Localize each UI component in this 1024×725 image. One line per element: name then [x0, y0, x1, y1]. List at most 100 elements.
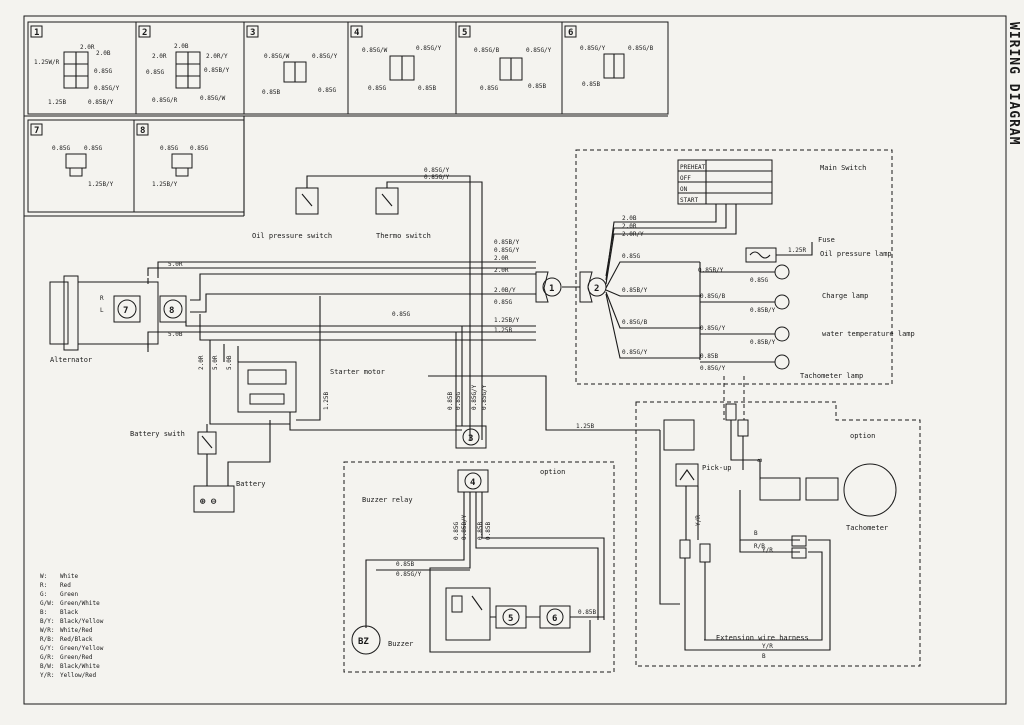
diagram-shape [579, 271, 593, 303]
diagram-text: BZ [358, 637, 369, 647]
starter-motor: Starter motor 2.0R 5.0R 5.0B 1.25B [198, 296, 462, 431]
diagram-shape [457, 469, 489, 493]
diagram-text: Yellow/Red [60, 672, 97, 679]
diagram-shape [199, 314, 536, 341]
diagram-shape [159, 295, 187, 323]
diagram-text: 0.85B [700, 353, 718, 360]
diagram-shape [699, 543, 711, 563]
diagram-shape [791, 535, 807, 547]
diagram-text: 0.85G [750, 277, 768, 284]
diagram-text: G: [40, 591, 47, 598]
diagram-shape [730, 420, 761, 480]
diagram-shape [63, 275, 79, 351]
diagram-text: B [757, 458, 764, 462]
diagram-shape [113, 295, 141, 323]
diagram-text: 2 [594, 284, 599, 294]
diagram-text: 0.85G/B [622, 319, 648, 326]
diagram-shape [138, 25, 151, 38]
diagram-shape [805, 477, 839, 501]
diagram-text: 0.85G [392, 311, 410, 318]
diagram-text: R: [40, 582, 47, 589]
wire-label: 0.85B/Y [204, 67, 230, 74]
option-label-right: option [850, 432, 875, 440]
diagram-text: White/Red [60, 627, 93, 634]
battery-label: Battery [236, 480, 266, 488]
connector-3-symbol [462, 428, 480, 446]
wire-label: 0.85B [582, 81, 600, 88]
diagram-text: 3 [468, 434, 473, 444]
diagram-shape [190, 293, 536, 313]
diagram-shape [27, 119, 135, 213]
sensor-switches: Oil pressure switch Thermo switch 0.85G/… [252, 167, 483, 440]
diagram-shape [386, 181, 483, 440]
diagram-shape [243, 21, 349, 115]
diagram-text: Red [60, 582, 71, 589]
wire-label: 0.85B [528, 83, 546, 90]
diagram-shape [429, 492, 591, 653]
diagram-shape [209, 340, 290, 425]
oil-pressure-lamp-label: Oil pressure lamp [820, 250, 892, 258]
panel-number: 4 [354, 28, 360, 38]
charge-lamp-icon [774, 294, 790, 310]
diagram-shape [749, 251, 771, 259]
diagram-text: W/R: [40, 627, 54, 634]
diagram-shape [147, 267, 536, 276]
panel-number: 3 [250, 28, 255, 38]
diagram-text: Y/R [762, 643, 773, 650]
diagram-text: 6 [552, 614, 557, 624]
diagram-text: PREHEAT [680, 164, 706, 171]
wire-label: 0.85B [262, 89, 280, 96]
diagram-text: 0.85G/Y [471, 384, 478, 410]
alternator-label: Alternator [50, 356, 92, 364]
wire-label: 0.85G [94, 68, 112, 75]
diagram-shape [776, 242, 813, 256]
tachometer-lamp-label: Tachometer lamp [800, 372, 863, 380]
diagram-shape [375, 187, 399, 215]
diagram-text: Black [60, 609, 78, 616]
diagram-text: 0.85B/Y [622, 287, 648, 294]
diagram-text: G/R: [40, 654, 54, 661]
wire-label: 1.25W/R [34, 59, 60, 66]
wire-label: 1.25B/Y [88, 181, 114, 188]
diagram-shape [605, 204, 717, 281]
starter-motor-label: Starter motor [330, 368, 385, 376]
diagram-text: 0.85G/Y [494, 247, 520, 254]
diagram-shape [605, 204, 737, 285]
battery-switch-label: Battery swith [130, 430, 185, 438]
diagram-text: 0.85G/Y [481, 384, 488, 410]
diagram-shape [163, 299, 183, 319]
diagram-text: 7 [123, 306, 128, 316]
wire-label: 0.85G/Y [580, 45, 606, 52]
diagram-shape [455, 21, 563, 115]
diagram-text: B: [40, 609, 47, 616]
oil-pressure-switch-label: Oil pressure switch [252, 232, 332, 240]
diagram-shape [455, 425, 487, 449]
diagram-text: 0.85G/B [700, 293, 726, 300]
wire-label: 1.25B/Y [152, 181, 178, 188]
wire-label: 0.85G/W [200, 95, 226, 102]
buzzer-label: Buzzer [388, 640, 413, 648]
wire-label: 2.0R/Y [206, 53, 228, 60]
diagram-shape [659, 430, 680, 605]
wire-label: 2.0R [152, 53, 167, 60]
diagram-text: 8 [169, 306, 174, 316]
wire-label: 0.85G [52, 145, 70, 152]
diagram-shape [289, 412, 462, 431]
diagram-shape [201, 435, 213, 449]
diagram-shape [684, 558, 704, 651]
diagram-text: 1 [549, 284, 554, 294]
panel-number: 1 [34, 28, 39, 38]
diagram-text: 0.85B/Y [698, 267, 724, 274]
diagram-text: 1.25B [576, 423, 594, 430]
water-temperature-lamp-icon [774, 326, 790, 342]
diagram-text: R/B: [40, 636, 54, 643]
diagram-text: Green/Red [60, 654, 93, 661]
diagram-title: WIRING DIAGRAM [1006, 22, 1021, 146]
wire-label: 0.85G [146, 69, 164, 76]
diagram-text: ON [680, 186, 688, 193]
diagram-shape [246, 25, 259, 38]
wire-label: 2.0B [96, 50, 111, 57]
panel-number: 2 [142, 28, 147, 38]
diagram-shape [737, 419, 749, 437]
wire-label: 0.85G [84, 145, 102, 152]
